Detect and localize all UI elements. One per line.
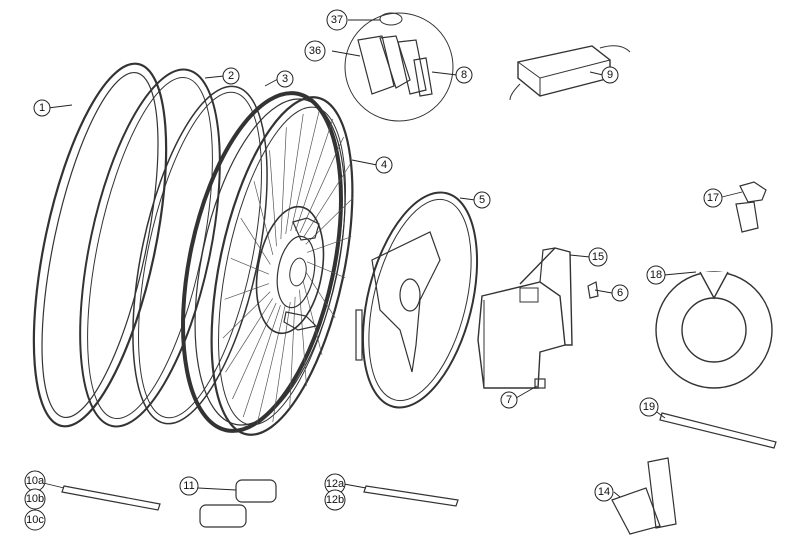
wheel-spoke — [289, 296, 296, 409]
wheel-spoke — [303, 163, 351, 238]
callout-4: 4 — [375, 156, 393, 174]
svg-text:9: 9 — [607, 69, 613, 81]
part-small-block — [534, 378, 546, 389]
svg-text:37: 37 — [331, 14, 343, 26]
svg-text:12a: 12a — [326, 478, 345, 490]
svg-text:10a: 10a — [26, 475, 45, 487]
svg-text:15: 15 — [592, 251, 604, 263]
wheel-spoke — [306, 236, 352, 253]
callout-12b: 12b — [324, 489, 346, 511]
callout-7: 7 — [500, 391, 518, 409]
wheel-spoke — [225, 298, 273, 373]
part-axle — [61, 485, 161, 511]
callout-10c: 10c — [24, 509, 46, 531]
wheel-spoke — [269, 150, 277, 247]
wheel-spoke — [253, 181, 274, 255]
callout-9: 9 — [601, 66, 619, 84]
part-axle-12 — [363, 485, 459, 507]
wheel-spoke — [302, 281, 323, 355]
svg-text:6: 6 — [617, 287, 623, 299]
part-clip — [587, 281, 599, 299]
callout-14: 14 — [594, 482, 614, 502]
callout-37: 37 — [326, 9, 348, 31]
svg-text:14: 14 — [598, 486, 610, 498]
wheel-spoke — [242, 305, 281, 418]
svg-text:10b: 10b — [26, 493, 44, 505]
callout-10b: 10b — [24, 488, 46, 510]
svg-text:11: 11 — [183, 480, 194, 492]
callout-2: 2 — [222, 67, 240, 85]
part-pushrim-cover — [355, 191, 479, 409]
callout-11: 11 — [179, 476, 199, 496]
wheel-spoke — [295, 118, 334, 231]
wheel-spoke — [305, 197, 354, 245]
svg-text:5: 5 — [479, 194, 485, 206]
wheel-spoke — [290, 110, 320, 232]
wheel-spoke — [230, 258, 270, 275]
wheel-spoke — [232, 302, 277, 400]
callout-5: 5 — [473, 191, 491, 209]
wheel-spoke — [306, 261, 346, 278]
svg-text:19: 19 — [643, 401, 655, 413]
svg-text:3: 3 — [282, 73, 288, 85]
wheel-spoke — [299, 136, 344, 234]
part-plates — [611, 457, 677, 535]
callout-1: 1 — [33, 99, 51, 117]
wheel-spoke — [285, 113, 304, 235]
wheel-spoke — [299, 289, 307, 386]
svg-text:8: 8 — [461, 69, 467, 81]
wheel-spoke — [224, 283, 270, 300]
callout-6: 6 — [611, 284, 629, 302]
svg-text:2: 2 — [228, 70, 234, 82]
part-rim-band — [132, 85, 268, 425]
callout-19: 19 — [639, 397, 659, 417]
svg-text:1: 1 — [39, 102, 45, 114]
part-cylinders — [199, 479, 277, 528]
svg-text:18: 18 — [650, 269, 662, 281]
wheel-spoke — [222, 291, 271, 339]
part-tire — [32, 62, 168, 428]
part-inner-tube — [79, 68, 221, 428]
wheel-spoke — [272, 301, 291, 423]
inset-controller-parts — [344, 12, 454, 122]
callout-8: 8 — [455, 66, 473, 84]
svg-text:36: 36 — [309, 45, 321, 57]
svg-text:12b: 12b — [326, 494, 344, 506]
part-oval-cap — [379, 12, 403, 26]
svg-text:7: 7 — [506, 394, 512, 406]
callout-12a: 12a — [324, 473, 346, 495]
callout-3: 3 — [276, 70, 294, 88]
part-battery-pack — [477, 247, 573, 389]
wheel-spoke — [305, 271, 336, 319]
part-slotted-ring — [655, 271, 773, 389]
callout-18: 18 — [646, 265, 666, 285]
callout-36: 36 — [304, 40, 326, 62]
callout-17: 17 — [703, 188, 723, 208]
wheel-spoke — [256, 304, 286, 426]
svg-text:17: 17 — [707, 192, 719, 204]
callout-10a: 10a — [24, 470, 46, 492]
wheel-spoke — [240, 217, 271, 265]
callout-15: 15 — [588, 247, 608, 267]
part-wheel-hub-motor — [181, 91, 354, 436]
part-plug — [735, 181, 767, 233]
wheel-spoke — [280, 127, 287, 240]
part-tool-pin — [659, 412, 777, 449]
svg-text:4: 4 — [381, 159, 387, 171]
svg-text:10c: 10c — [26, 514, 44, 526]
leader-lines — [34, 19, 743, 498]
